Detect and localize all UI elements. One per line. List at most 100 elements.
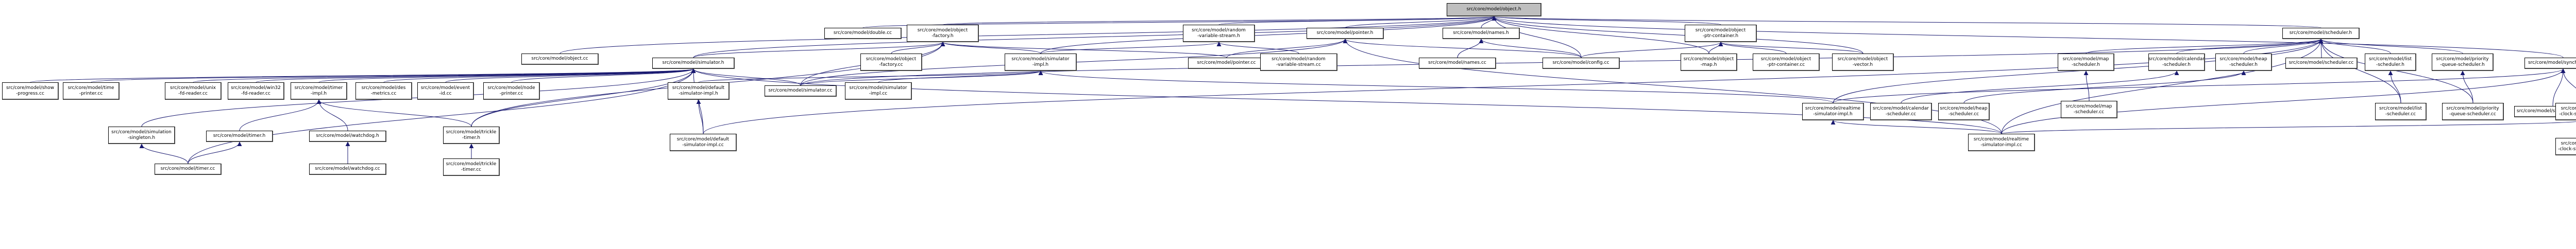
node-watchdog-h[interactable]: src/core/model/watchdog.h bbox=[309, 131, 386, 142]
node-list-scheduler-h[interactable]: src/core/model/list -scheduler.h bbox=[2365, 54, 2416, 71]
edge-simulator-cc-to-simulator-h bbox=[691, 68, 801, 86]
edge-list-scheduler-cc-to-list-scheduler-h bbox=[2388, 70, 2401, 103]
node-heap-scheduler-h[interactable]: src/core/model/heap -scheduler.h bbox=[2215, 54, 2272, 71]
node-realtime-sim-impl-h[interactable]: src/core/model/realtime -simulator-impl.… bbox=[1802, 103, 1864, 120]
edge-object-map-h-to-object-ptr-container-h bbox=[1708, 42, 1723, 54]
node-heap-scheduler-cc[interactable]: src/core/model/heap -scheduler.cc bbox=[1938, 103, 1990, 120]
edge-simulator-impl-h-to-object-factory-h bbox=[940, 42, 1041, 54]
node-show-progress-cc[interactable]: src/core/model/show -progress.cc bbox=[2, 82, 59, 100]
edge-config-cc-to-names-h bbox=[1479, 39, 1582, 58]
node-names-cc[interactable]: src/core/model/names.cc bbox=[1419, 58, 1496, 69]
node-scheduler-h[interactable]: src/core/model/scheduler.h bbox=[2282, 28, 2360, 39]
edge-realtime-sim-impl-cc-to-wall-clock-sync-h bbox=[2001, 121, 2576, 134]
node-priority-queue-scheduler-cc[interactable]: src/core/model/priority -queue-scheduler… bbox=[2442, 103, 2504, 120]
edge-random-var-stream-h-to-object-h bbox=[1218, 16, 1496, 25]
edge-object-vector-h-to-object-ptr-container-h bbox=[1718, 42, 1863, 54]
node-random-var-stream-cc[interactable]: src/core/model/random -variable-stream.c… bbox=[1260, 54, 1337, 71]
node-config-cc[interactable]: src/core/model/config.cc bbox=[1543, 58, 1620, 69]
edge-default-sim-impl-cc-to-default-sim-impl-h bbox=[696, 99, 704, 134]
edge-realtime-sim-impl-h-to-scheduler-h bbox=[1833, 39, 2324, 103]
edge-default-sim-impl-cc-to-simulator-h bbox=[691, 68, 704, 134]
edge-unix-fd-reader-cc-to-simulator-h bbox=[193, 68, 696, 83]
node-list-scheduler-cc[interactable]: src/core/model/list -scheduler.cc bbox=[2375, 103, 2427, 120]
node-map-scheduler-cc[interactable]: src/core/model/map -scheduler.cc bbox=[2061, 101, 2117, 118]
edge-object-ptr-container-cc-to-object-ptr-container-h bbox=[1718, 42, 1787, 54]
node-simulator-h[interactable]: src/core/model/simulator.h bbox=[652, 58, 735, 69]
edge-priority-queue-scheduler-h-to-scheduler-h bbox=[2318, 39, 2463, 54]
node-scheduler-cc[interactable]: src/core/model/scheduler.cc bbox=[2285, 58, 2358, 69]
node-time-printer-cc[interactable]: src/core/model/time -printer.cc bbox=[63, 82, 120, 100]
edge-object-vector-h-to-object-h bbox=[1492, 16, 1863, 54]
node-event-id-cc[interactable]: src/core/model/event -id.cc bbox=[417, 82, 474, 100]
node-unix-fd-reader-cc[interactable]: src/core/model/unix -fd-reader.cc bbox=[165, 82, 222, 100]
edge-priority-queue-scheduler-cc-to-priority-queue-scheduler-h bbox=[2460, 70, 2473, 103]
node-object-ptr-container-h[interactable]: src/core/model/object -ptr-container.h bbox=[1685, 25, 1757, 42]
node-double-cc[interactable]: src/core/model/double.cc bbox=[824, 28, 902, 39]
node-timer-h[interactable]: src/core/model/timer.h bbox=[206, 131, 273, 142]
edge-realtime-sim-impl-cc-to-simulator-h bbox=[691, 68, 2002, 134]
edge-watchdog-h-to-timer-impl-h bbox=[316, 99, 348, 131]
node-timer-cc[interactable]: src/core/model/timer.cc bbox=[155, 164, 222, 175]
edge-map-scheduler-h-to-scheduler-h bbox=[2086, 39, 2324, 54]
node-object-factory-h[interactable]: src/core/model/object -factory.h bbox=[907, 25, 979, 42]
node-pointer-h[interactable]: src/core/model/pointer.h bbox=[1307, 28, 1384, 39]
edge-simulator-impl-cc-to-simulator-impl-h bbox=[878, 70, 1043, 83]
node-random-var-stream-h[interactable]: src/core/model/random -variable-stream.h bbox=[1183, 25, 1255, 42]
edge-node-printer-cc-to-simulator-h bbox=[511, 68, 696, 83]
node-calendar-scheduler-h[interactable]: src/core/model/calendar -scheduler.h bbox=[2148, 54, 2205, 71]
edge-heap-scheduler-h-to-scheduler-h bbox=[2243, 39, 2324, 54]
edge-simulator-impl-h-to-random-var-stream-h bbox=[1040, 42, 1222, 54]
edge-show-progress-cc-to-simulator-h bbox=[30, 68, 696, 83]
node-simulator-impl-cc[interactable]: src/core/model/simulator -impl.cc bbox=[845, 82, 912, 100]
edge-pointer-cc-to-object-factory-h bbox=[940, 42, 1227, 58]
edge-random-var-stream-cc-to-random-var-stream-h bbox=[1216, 42, 1299, 54]
node-map-scheduler-h[interactable]: src/core/model/map -scheduler.h bbox=[2058, 54, 2114, 71]
node-calendar-scheduler-cc[interactable]: src/core/model/calendar -scheduler.cc bbox=[1870, 103, 1932, 120]
node-pointer-cc[interactable]: src/core/model/pointer.cc bbox=[1188, 58, 1265, 69]
node-wall-clock-sync-h[interactable]: src/core/model/wall -clock-synchronizer.… bbox=[2555, 103, 2576, 120]
edge-priority-queue-scheduler-cc-to-scheduler-h bbox=[2318, 39, 2473, 103]
edge-event-id-cc-to-simulator-h bbox=[445, 68, 696, 83]
edge-config-cc-to-pointer-h bbox=[1343, 39, 1582, 58]
edge-pointer-h-to-object-h bbox=[1345, 16, 1497, 28]
node-object-cc[interactable]: src/core/model/object.cc bbox=[521, 54, 599, 65]
node-names-h[interactable]: src/core/model/names.h bbox=[1443, 28, 1520, 39]
edge-object-cc-to-object-h bbox=[560, 16, 1497, 54]
edge-config-cc-to-object-ptr-container-h bbox=[1581, 42, 1723, 58]
node-simulator-cc[interactable]: src/core/model/simulator.cc bbox=[765, 85, 837, 97]
node-watchdog-cc[interactable]: src/core/model/watchdog.cc bbox=[309, 164, 386, 175]
node-object-map-h[interactable]: src/core/model/object -map.h bbox=[1681, 54, 1737, 71]
edge-simulator-h-to-object-factory-h bbox=[693, 42, 945, 58]
node-object-ptr-container-cc[interactable]: src/core/model/object -ptr-container.cc bbox=[1753, 54, 1820, 71]
node-default-sim-impl-h[interactable]: src/core/model/default -simulator-impl.h bbox=[668, 82, 730, 100]
node-priority-queue-scheduler-h[interactable]: src/core/model/priority -queue-scheduler… bbox=[2432, 54, 2494, 71]
edge-realtime-sim-impl-h-to-simulator-impl-h bbox=[1038, 70, 1834, 103]
edge-simulator-impl-h-to-object-h bbox=[1040, 16, 1497, 54]
edge-synchronizer-h-to-object-h bbox=[1492, 16, 2564, 58]
node-trickle-timer-cc[interactable]: src/core/model/trickle -timer.cc bbox=[443, 158, 500, 176]
edge-timer-h-to-timer-impl-h bbox=[239, 99, 321, 131]
node-timer-impl-h[interactable]: src/core/model/timer -impl.h bbox=[291, 82, 347, 100]
edge-calendar-scheduler-cc-to-calendar-scheduler-h bbox=[1901, 70, 2179, 103]
node-simulation-singleton-h[interactable]: src/core/model/simulation -singleton.h bbox=[108, 127, 175, 144]
node-object-h[interactable]: src/core/model/object.h bbox=[1447, 3, 1541, 16]
node-default-sim-impl-cc[interactable]: src/core/model/default -simulator-impl.c… bbox=[670, 134, 737, 151]
node-object-vector-h[interactable]: src/core/model/object -vector.h bbox=[1832, 54, 1894, 71]
edge-win32-fd-reader-cc-to-simulator-h bbox=[256, 68, 696, 83]
edge-trickle-timer-h-to-timer-impl-h bbox=[316, 99, 472, 127]
edge-timer-cc-to-simulator-h bbox=[188, 68, 696, 164]
node-des-metrics-cc[interactable]: src/core/model/des -metrics.cc bbox=[355, 82, 412, 100]
node-wall-clock-sync-cc[interactable]: src/core/model/wall -clock-synchronizer.… bbox=[2555, 138, 2576, 155]
node-synchronizer-h[interactable]: src/core/model/synchronizer.h bbox=[2524, 58, 2576, 69]
node-node-printer-cc[interactable]: src/core/model/node -printer.cc bbox=[483, 82, 540, 100]
node-trickle-timer-h[interactable]: src/core/model/trickle -timer.h bbox=[443, 127, 500, 144]
node-realtime-sim-impl-cc[interactable]: src/core/model/realtime -simulator-impl.… bbox=[1968, 134, 2035, 151]
node-object-factory-cc[interactable]: src/core/model/object -factory.cc bbox=[860, 54, 922, 71]
edge-object-factory-cc-to-object-factory-h bbox=[891, 42, 945, 54]
node-win32-fd-reader-cc[interactable]: src/core/model/win32 -fd-reader.cc bbox=[228, 82, 284, 100]
node-simulator-impl-h[interactable]: src/core/model/simulator -impl.h bbox=[1005, 54, 1077, 71]
edge-config-cc-to-object-h bbox=[1492, 16, 1582, 58]
edge-synchronizer-cc-to-synchronizer-h bbox=[2552, 68, 2566, 106]
edge-realtime-sim-impl-h-to-synchronizer-h bbox=[1833, 68, 2566, 103]
